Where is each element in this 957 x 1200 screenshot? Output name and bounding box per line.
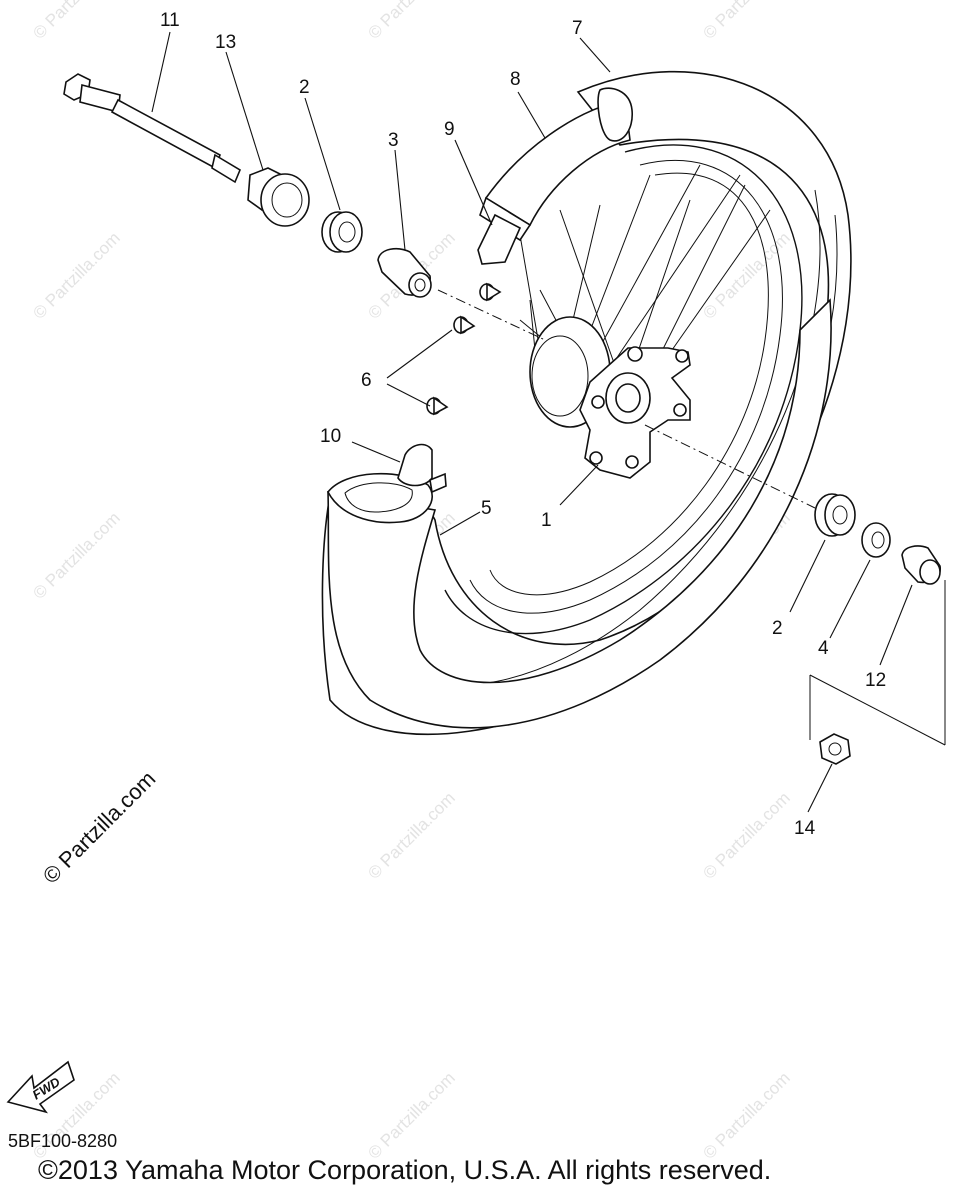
callout-6: 6 bbox=[361, 370, 372, 391]
collar-right bbox=[901, 545, 941, 585]
watermark: © Partzilla.com bbox=[699, 1068, 793, 1162]
rim bbox=[444, 144, 803, 635]
valve-cap bbox=[477, 213, 522, 265]
watermark: © Partzilla.com bbox=[29, 508, 123, 602]
axle-nut bbox=[819, 733, 851, 765]
callout-10: 10 bbox=[320, 426, 341, 447]
collar bbox=[247, 167, 310, 227]
axle bbox=[63, 73, 242, 184]
bearing-left bbox=[321, 211, 363, 253]
bearing-right bbox=[814, 493, 856, 537]
copyright-notice: ©2013 Yamaha Motor Corporation, U.S.A. A… bbox=[38, 1155, 772, 1185]
leader-lines bbox=[151, 31, 913, 813]
watermark: © Partzilla.com bbox=[364, 1068, 458, 1162]
callout-1: 1 bbox=[541, 510, 552, 531]
callout-14: 14 bbox=[794, 818, 816, 839]
callout-7: 7 bbox=[572, 18, 583, 39]
axis-lines bbox=[437, 289, 946, 746]
callout-2: 2 bbox=[299, 77, 310, 98]
inner-tube bbox=[327, 298, 832, 729]
rim-band bbox=[479, 87, 633, 242]
callout-11: 11 bbox=[160, 10, 180, 31]
callout-4: 4 bbox=[818, 638, 829, 659]
valve-nut bbox=[397, 443, 447, 494]
watermark: © Partzilla.com bbox=[29, 0, 123, 43]
callout-12: 12 bbox=[865, 670, 886, 691]
spacer bbox=[377, 247, 432, 298]
callout-2-right: 2 bbox=[772, 618, 783, 639]
watermark: © Partzilla.com bbox=[364, 0, 458, 43]
callout-13: 13 bbox=[215, 32, 236, 53]
watermark: © Partzilla.com bbox=[699, 0, 793, 43]
watermark: © Partzilla.com bbox=[699, 788, 793, 882]
callouts: 11 13 2 3 9 8 7 6 10 5 1 2 4 12 14 bbox=[160, 10, 886, 839]
callout-9: 9 bbox=[444, 119, 455, 140]
oil-seal bbox=[861, 522, 891, 558]
hub bbox=[529, 316, 691, 479]
watermark-main: © Partzilla.com bbox=[38, 766, 161, 889]
watermark: © Partzilla.com bbox=[364, 788, 458, 882]
callout-8: 8 bbox=[510, 69, 521, 90]
watermark: © Partzilla.com bbox=[29, 228, 123, 322]
fwd-arrow-icon: FWD bbox=[6, 1060, 75, 1114]
callout-3: 3 bbox=[388, 130, 399, 151]
bolts bbox=[426, 282, 502, 416]
diagram-code: 5BF100-8280 bbox=[8, 1131, 118, 1151]
callout-5: 5 bbox=[481, 498, 492, 519]
